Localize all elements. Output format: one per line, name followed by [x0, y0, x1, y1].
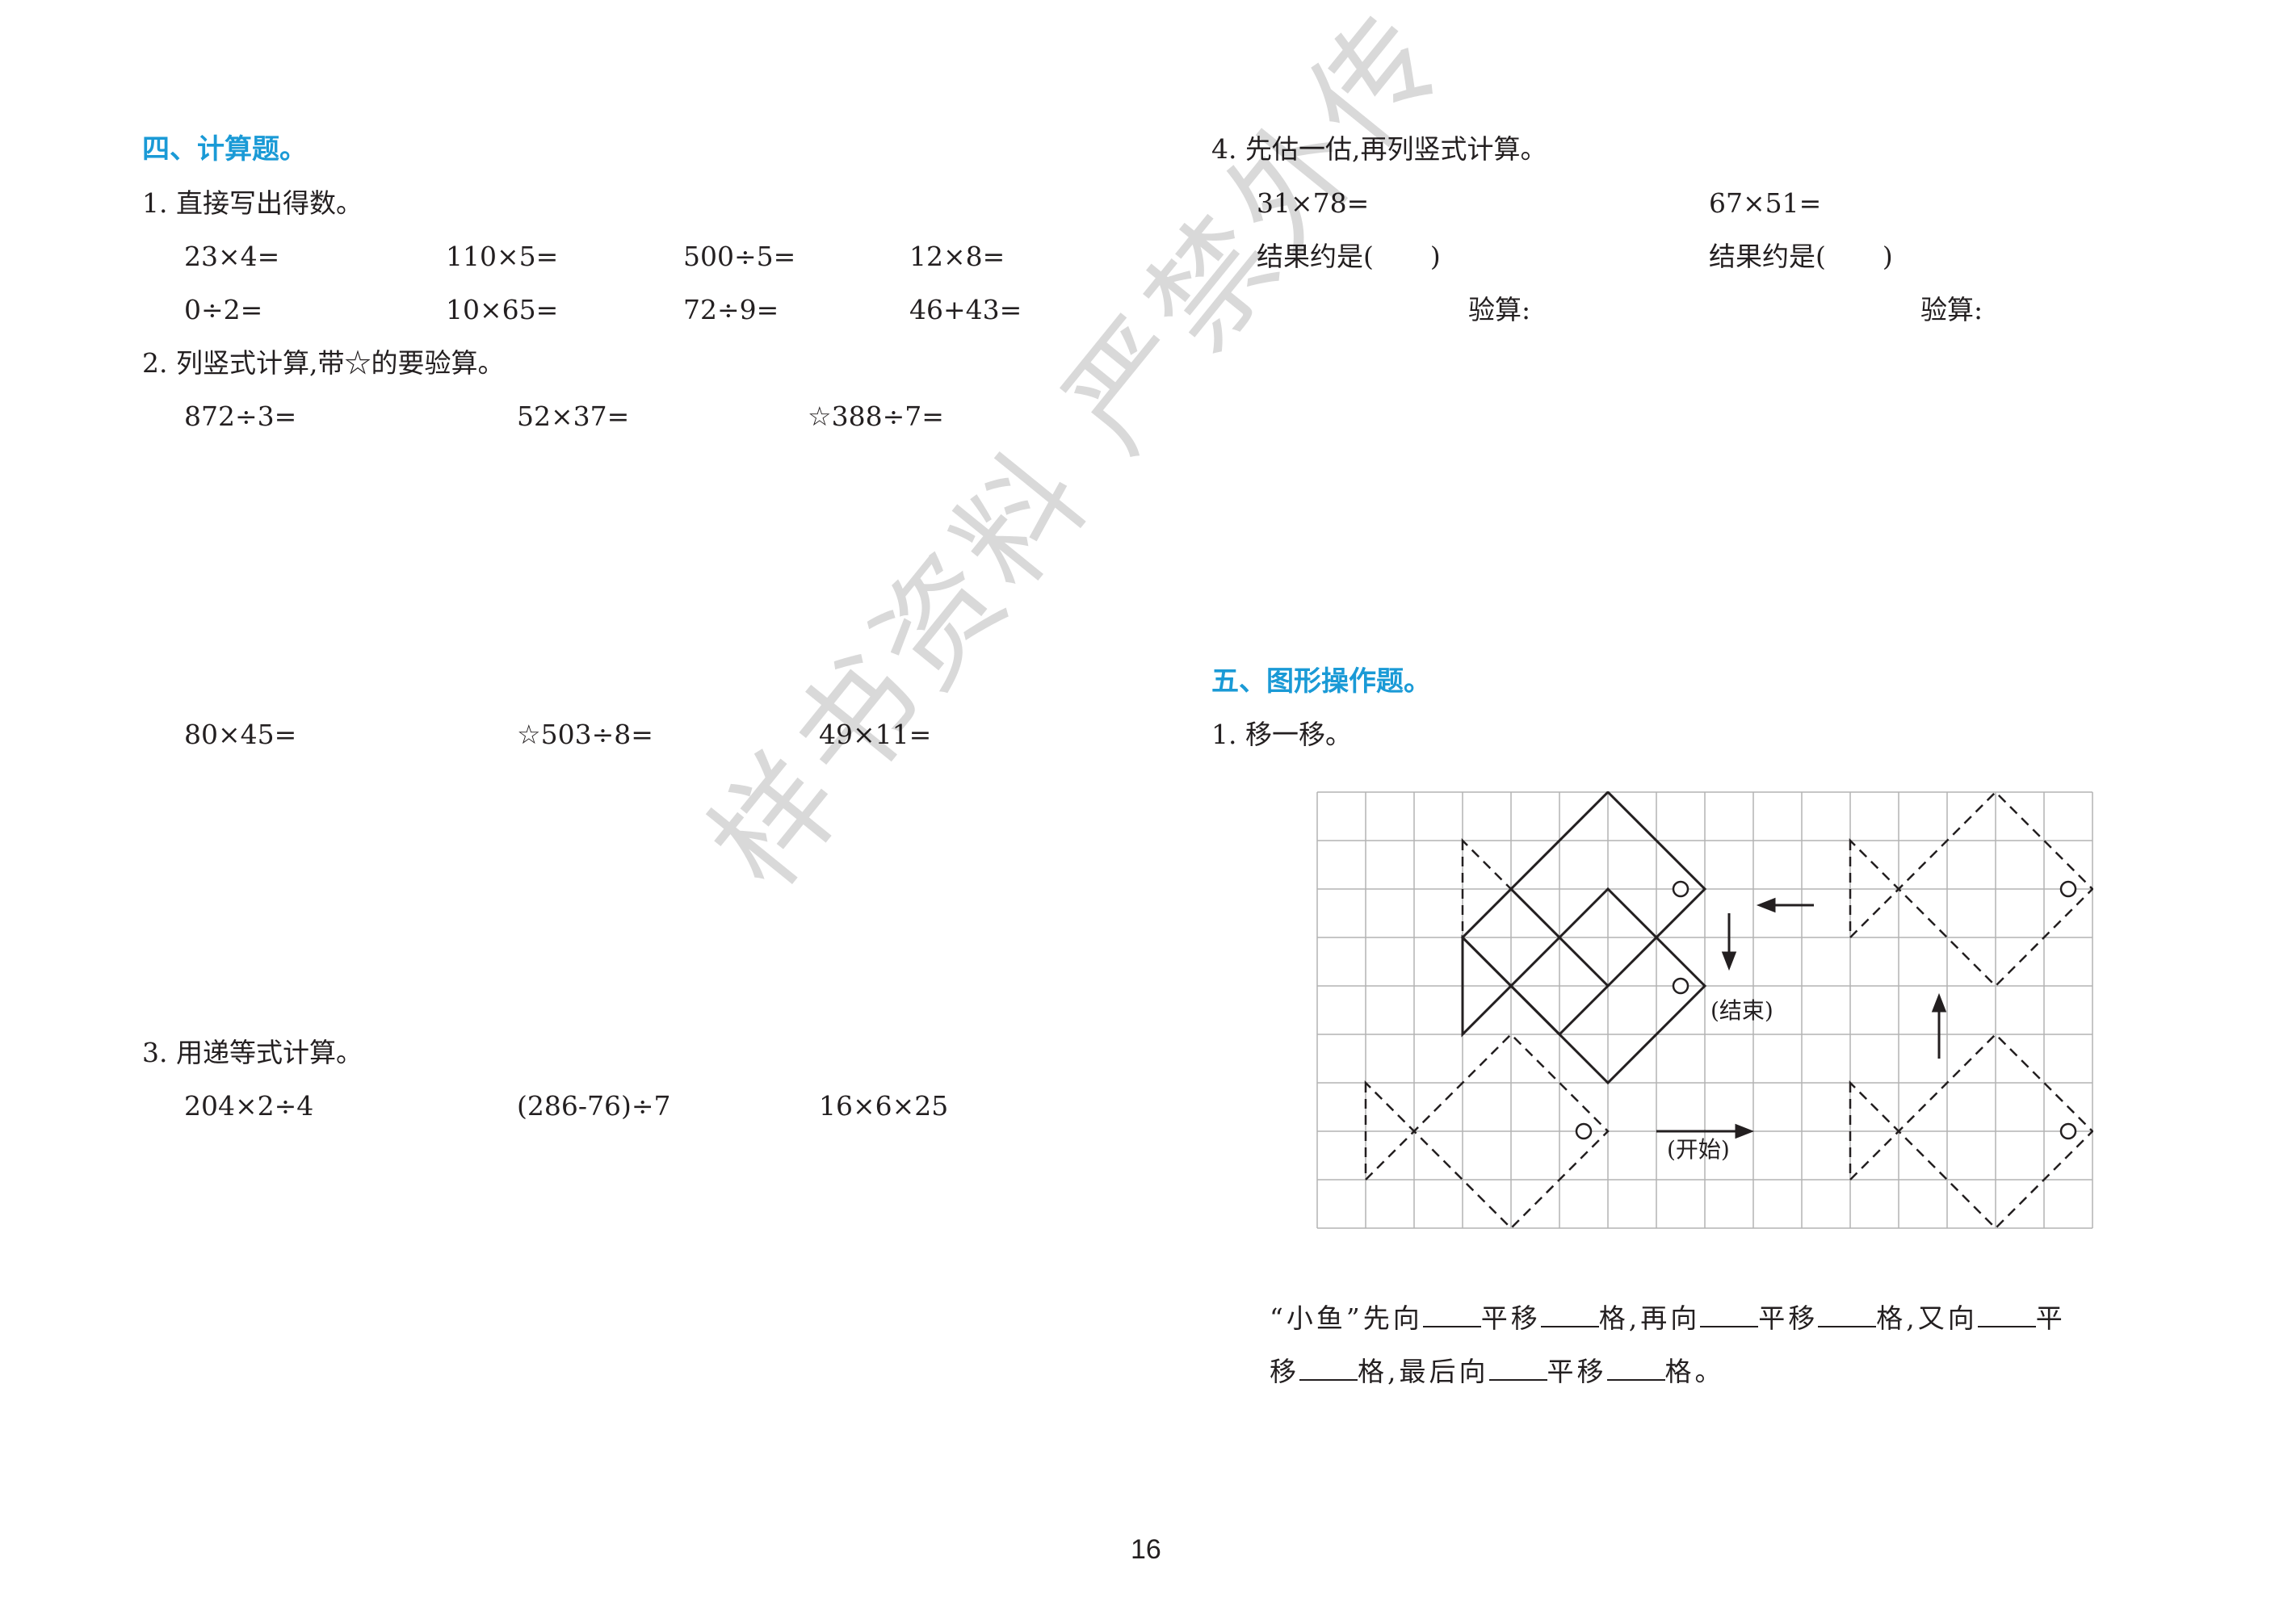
fish-dashed-bottom-right	[1849, 1033, 2093, 1229]
q2-title: 2. 列竖式计算,带☆的要验算。	[142, 347, 505, 379]
q1-item: 46+43=	[909, 294, 1022, 325]
eye-icon	[2059, 1122, 2077, 1140]
q2-item: 872÷3=	[184, 401, 297, 432]
section4-heading: 四、计算题。	[142, 133, 307, 166]
q1-item: 500÷5=	[683, 241, 796, 272]
q3-item: 16×6×25	[819, 1090, 949, 1122]
q4-item: 31×78=	[1257, 187, 1370, 219]
watermark: 样书资料 严禁外传	[684, 0, 1474, 914]
eye-icon	[1672, 880, 1689, 898]
q3-item: (286-76)÷7	[517, 1090, 671, 1122]
answer-blank[interactable]	[1299, 1355, 1358, 1381]
translation-sentence-line1: “小鱼”先向平移格,再向平移格,又向平	[1270, 1302, 2066, 1334]
q4-item: 67×51=	[1709, 187, 1822, 219]
fish-dashed-top-left	[1461, 791, 1706, 988]
eye-icon	[1672, 977, 1689, 995]
answer-blank[interactable]	[1422, 1302, 1481, 1327]
end-label: (结束)	[1710, 997, 1773, 1024]
fish-eye-icons	[1575, 880, 2077, 1140]
q1-item: 72÷9=	[683, 294, 779, 325]
s5-q1-title: 1. 移一移。	[1211, 719, 1352, 750]
q4-check-label: 验算:	[1468, 294, 1531, 325]
q1-item: 0÷2=	[184, 294, 263, 325]
q2-item: 52×37=	[517, 401, 630, 432]
answer-blank[interactable]	[1606, 1355, 1665, 1381]
translation-grid-figure	[1316, 791, 2093, 1229]
answer-blank[interactable]	[1977, 1302, 2036, 1327]
fish-dashed-bottom-left	[1364, 1033, 1610, 1229]
q1-item: 10×65=	[446, 294, 559, 325]
start-label: (开始)	[1667, 1136, 1730, 1163]
answer-blank[interactable]	[1488, 1355, 1547, 1381]
q4-estimate: 结果约是()	[1709, 241, 1893, 272]
page-number: 16	[1131, 1534, 1161, 1565]
eye-icon	[1575, 1122, 1593, 1140]
answer-blank[interactable]	[1818, 1302, 1877, 1327]
q2-item: ☆388÷7=	[808, 401, 944, 432]
q2-item: ☆503÷8=	[517, 719, 653, 750]
q1-title: 1. 直接写出得数。	[142, 187, 363, 219]
q2-item: 80×45=	[184, 719, 297, 750]
q4-check-label: 验算:	[1920, 294, 1983, 325]
q4-title: 4. 先估一估,再列竖式计算。	[1211, 133, 1547, 165]
translation-sentence-line2: 移格,最后向平移格。	[1270, 1355, 1725, 1387]
eye-icon	[2059, 880, 2077, 898]
answer-blank[interactable]	[1700, 1302, 1759, 1327]
q3-item: 204×2÷4	[184, 1090, 314, 1122]
q1-item: 110×5=	[446, 241, 559, 272]
q1-item: 12×8=	[909, 241, 1005, 272]
q3-title: 3. 用递等式计算。	[142, 1037, 363, 1068]
fish-dashed-top-right	[1849, 791, 2093, 988]
q1-item: 23×4=	[184, 241, 280, 272]
q2-item: 49×11=	[819, 719, 932, 750]
section5-heading: 五、图形操作题。	[1211, 665, 1431, 698]
answer-blank[interactable]	[1540, 1302, 1599, 1327]
q4-estimate: 结果约是()	[1257, 241, 1441, 272]
